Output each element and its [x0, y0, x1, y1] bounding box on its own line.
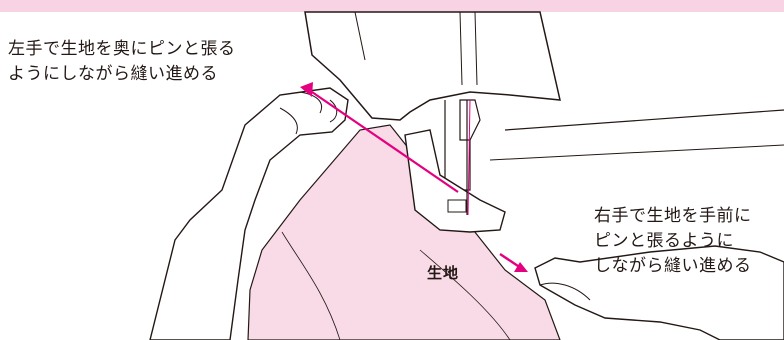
push-away-arrow-line — [311, 91, 459, 193]
pull-toward-arrowhead — [514, 262, 528, 272]
presser-foot — [404, 129, 506, 233]
right-instruction-line-3: しながら縫い進める — [594, 256, 752, 276]
right-instruction-line-2: ピンと張るように — [594, 231, 734, 251]
left-hand — [149, 87, 349, 340]
header-band — [0, 0, 784, 12]
left-instruction-line-1: 左手で生地を奥にピンと張る — [8, 39, 236, 59]
machine-head — [304, 11, 561, 121]
bed-edge — [489, 144, 784, 161]
left-hand-instruction: 左手で生地を奥にピンと張る ようにしながら縫い進める — [8, 37, 236, 87]
fabric-fold-line — [281, 231, 341, 340]
fabric — [247, 124, 561, 340]
machine-panel-line — [459, 11, 463, 86]
right-instruction-line-1: 右手で生地を手前に — [594, 206, 752, 226]
push-away-arrowhead — [300, 82, 313, 97]
right-hand — [534, 245, 784, 340]
machine-panel-line — [474, 11, 478, 86]
fabric-fold-line — [419, 249, 511, 340]
thread — [467, 99, 471, 216]
right-hand-instruction: 右手で生地を手前に ピンと張るように しながら縫い進める — [594, 204, 752, 279]
left-hand-finger — [329, 99, 338, 123]
pull-toward-arrow-line — [499, 253, 519, 267]
left-hand-finger — [299, 91, 323, 114]
fabric-label: 生地 — [427, 264, 460, 282]
right-hand-thumb — [539, 282, 591, 301]
presser-foot-slot — [447, 199, 467, 213]
bed-edge — [504, 109, 784, 131]
left-instruction-line-2: ようにしながら縫い進める — [8, 64, 218, 84]
machine-panel-line — [354, 11, 366, 61]
left-hand-finger — [279, 107, 298, 135]
